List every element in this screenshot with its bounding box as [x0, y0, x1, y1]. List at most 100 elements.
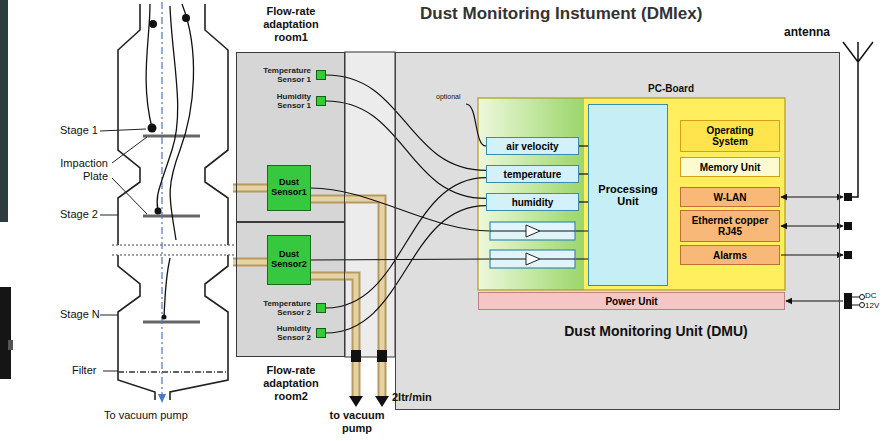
node-text: temperature: [504, 169, 562, 180]
terminal: [860, 303, 865, 308]
connector: [844, 193, 852, 201]
terminal-label: 12V: [865, 301, 879, 310]
node-heading: Flow-rate adaptation room2: [250, 364, 332, 403]
node-text: Humidity Sensor 1: [257, 92, 311, 110]
impaction-plate: [143, 135, 200, 138]
power-connector: [844, 293, 852, 309]
pipe-coupler: [377, 350, 387, 362]
stage-label: Stage 2: [60, 208, 98, 221]
node-text: Temperature Sensor 1: [257, 66, 311, 84]
diagram-title: Dust Monitoring Instument (DMIex): [420, 4, 702, 24]
flow-label: To vacuum pump: [104, 409, 188, 422]
leader-line: [103, 371, 118, 372]
photo-edge: [0, 0, 8, 222]
monitoring-unit: Dust Monitoring Unit (DMU)PC-Boardair ve…: [395, 52, 840, 410]
connector: [844, 222, 852, 230]
node-text: Ethernet copper RJ45: [684, 215, 776, 237]
amplifier-symbol: [526, 225, 540, 237]
temperature-sensor: Temperature Sensor 1: [256, 64, 326, 86]
memory-box: Memory Unit: [680, 157, 780, 177]
filter-line: [118, 371, 228, 372]
particle-path: [157, 6, 178, 211]
signal-wire: [326, 75, 486, 170]
impactor-wall: [170, 255, 228, 400]
board-logic-area: [584, 98, 785, 290]
particle: [155, 208, 162, 215]
rate-label: 2ltr/min: [392, 391, 432, 404]
signal-wire: [326, 178, 486, 308]
os-box: Operating System: [680, 120, 780, 152]
adaptation-room: Flow-rate adaptation room2Dust Sensor2Te…: [236, 222, 345, 357]
interface-box: Ethernet copper RJ45: [680, 210, 780, 242]
node-heading: PC-Board: [648, 83, 718, 95]
interface-box: W-LAN: [680, 187, 780, 207]
node-text: Memory Unit: [700, 162, 761, 173]
device-photo: [0, 287, 11, 379]
flow-arrow: [158, 394, 166, 403]
antenna-symbol: [843, 42, 873, 197]
flow-arrow: [375, 396, 389, 407]
humidity-sensor: Humidity Sensor 1: [256, 90, 326, 112]
amplifier-box: [490, 222, 575, 240]
particle: [148, 124, 157, 133]
unit-ground: [395, 52, 840, 410]
terminal: [860, 295, 865, 300]
dust-sensor: Dust Sensor2: [267, 235, 311, 285]
antenna-label: antenna: [784, 26, 830, 40]
node-text: Power Unit: [605, 296, 657, 307]
amplifier-box: [490, 250, 575, 268]
interface-box: Alarms: [680, 245, 780, 265]
temperature-sensor: Temperature Sensor 2: [256, 297, 326, 319]
adaptation-room: Flow-rate adaptation room1Temperature Se…: [236, 52, 345, 222]
sensor-indicator: [316, 328, 326, 338]
leader-line: [112, 137, 147, 163]
break-line: [112, 245, 234, 255]
impactor-wall: [118, 255, 155, 400]
signal-wire: [579, 173, 588, 174]
board-input-area: [478, 98, 584, 290]
note-label: optional: [436, 93, 461, 101]
particle: [149, 20, 157, 28]
wlan-wire: [781, 196, 843, 197]
amplifier-symbol: [526, 253, 540, 265]
signal-wire: [579, 145, 588, 146]
node-text: Alarms: [713, 250, 747, 261]
humidity-sensor: Humidity Sensor 2: [256, 322, 326, 344]
leader-line: [100, 215, 118, 216]
sensor-indicator: [316, 70, 326, 80]
flow-label: to vacuum pump: [326, 409, 388, 434]
leader-line: [100, 129, 146, 131]
dust-sensor: Dust Sensor1: [267, 165, 311, 211]
stage-label: Stage N: [60, 308, 100, 321]
input-box: temperature: [486, 165, 579, 183]
part-label: Filter: [72, 364, 96, 377]
processing-unit: Processing Unit: [588, 104, 668, 286]
node-text: Dust Sensor2: [269, 250, 309, 270]
connector: [844, 251, 852, 259]
particle-path: [170, 4, 193, 240]
impactor-wall: [205, 4, 228, 245]
terminal-label: DC: [865, 291, 877, 300]
sensor-indicator: [316, 96, 326, 106]
leader-line: [112, 178, 147, 214]
node-text: Processing Unit: [593, 183, 663, 207]
pc-board: PC-Boardair velocitytemperaturehumidityP…: [478, 80, 785, 290]
flow-axis: [161, 2, 162, 394]
alarm-wire: [781, 254, 843, 255]
input-box: humidity: [486, 193, 579, 211]
room-panel: [236, 52, 345, 357]
part-label: Impaction Plate: [48, 157, 108, 182]
node-text: Dust Sensor1: [269, 178, 309, 198]
node-text: humidity: [512, 197, 554, 208]
node-text: W-LAN: [713, 192, 746, 203]
signal-wire: [326, 101, 486, 198]
device-plug: [8, 340, 13, 350]
leader-line: [100, 315, 118, 316]
signal-wire: [579, 201, 588, 202]
particle-path: [164, 258, 170, 317]
pipe-coupler: [351, 350, 361, 362]
signal-wire: [326, 206, 486, 333]
stage-label: Stage 1: [60, 124, 98, 137]
ethernet-wire: [781, 225, 843, 226]
power-lead: [852, 297, 860, 305]
